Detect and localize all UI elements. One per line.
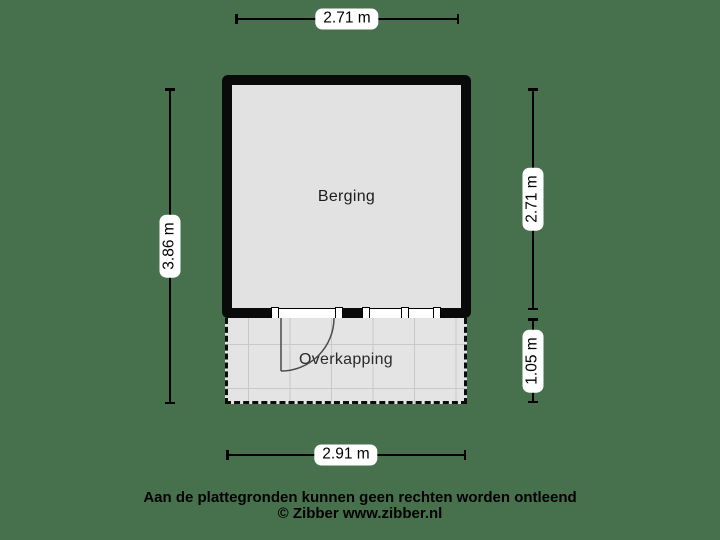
- dimension-tick: [226, 450, 229, 460]
- dimension-tick: [456, 14, 459, 24]
- dimension-bottom: 2.91 m: [226, 444, 466, 466]
- footer-disclaimer: Aan de plattegronden kunnen geen rechten…: [143, 489, 577, 506]
- dimension-tick: [528, 307, 538, 310]
- dimension-right-room: 2.71 m: [522, 88, 544, 310]
- dimension-left: 3.86 m: [159, 88, 181, 404]
- dimension-bottom-label: 2.91 m: [314, 444, 378, 466]
- dimension-tick: [463, 450, 466, 460]
- footer-credit: © Zibber www.zibber.nl: [277, 505, 443, 522]
- window-pane-right: [409, 307, 433, 319]
- door-opening: [279, 307, 335, 319]
- dimension-tick: [165, 88, 175, 91]
- dimension-tick: [165, 401, 175, 404]
- room-berging: Berging: [222, 75, 471, 318]
- dimension-right-room-label: 2.71 m: [522, 167, 544, 231]
- dimension-tick: [235, 14, 238, 24]
- dimension-right-canopy-label: 1.05 m: [522, 328, 544, 393]
- room-berging-label: Berging: [317, 187, 376, 205]
- dimension-tick: [528, 88, 538, 91]
- dimension-right-canopy: 1.05 m: [522, 318, 544, 403]
- footer: Aan de plattegronden kunnen geen rechten…: [0, 490, 720, 522]
- dimension-tick: [528, 318, 538, 321]
- dimension-top: 2.71 m: [235, 8, 459, 30]
- dimension-left-label: 3.86 m: [159, 214, 181, 278]
- dimension-tick: [528, 400, 538, 403]
- dimension-top-label: 2.71 m: [315, 8, 379, 30]
- area-overkapping: Overkapping: [225, 318, 467, 404]
- area-overkapping-label: Overkapping: [298, 350, 394, 368]
- window-pane-left: [370, 307, 401, 319]
